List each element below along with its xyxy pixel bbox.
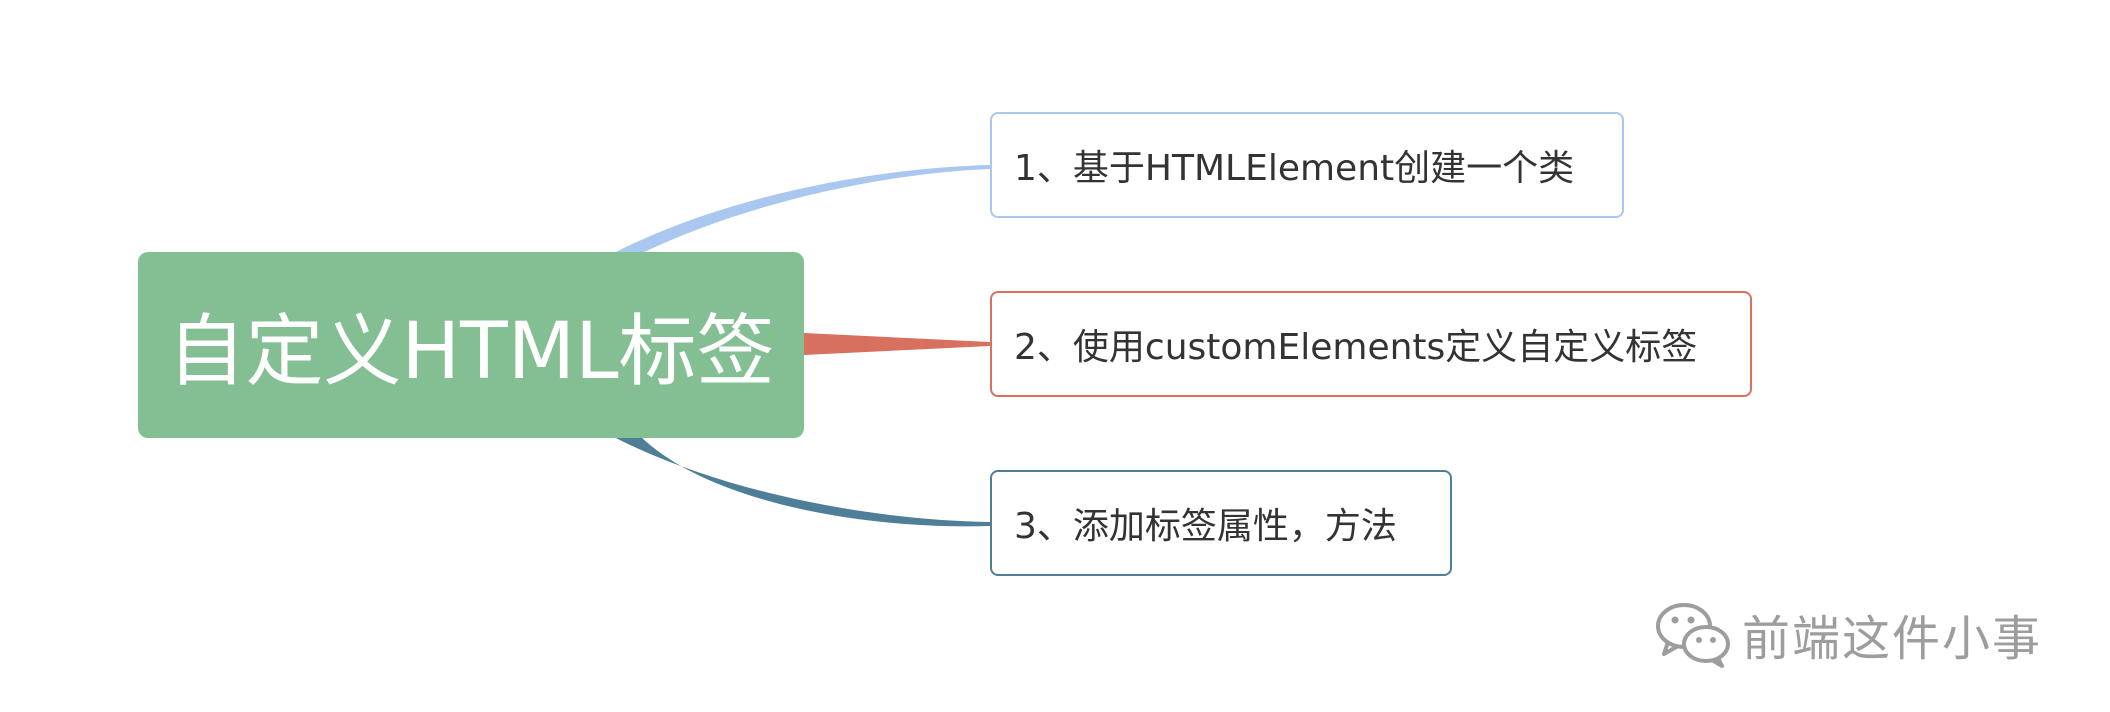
wechat-icon	[1656, 603, 1730, 668]
branch-topic-3-label: 3、添加标签属性，方法	[1014, 506, 1397, 547]
connector-branch-2	[804, 333, 990, 355]
branch-topic-2[interactable]: 2、使用customElements定义自定义标签	[990, 291, 1752, 397]
branch-topic-1-label: 1、基于HTMLElement创建一个类	[1014, 148, 1575, 189]
watermark: 前端这件小事	[1652, 596, 2042, 672]
central-topic-label: 自定义HTML标签	[167, 307, 775, 397]
connector-branch-1	[612, 165, 990, 254]
branch-topic-1[interactable]: 1、基于HTMLElement创建一个类	[990, 112, 1624, 218]
branch-topic-2-label: 2、使用customElements定义自定义标签	[1014, 327, 1698, 368]
branch-topic-3[interactable]: 3、添加标签属性，方法	[990, 470, 1452, 576]
connector-branch-3	[612, 436, 990, 527]
central-topic[interactable]: 自定义HTML标签	[138, 252, 804, 438]
watermark-text: 前端这件小事	[1742, 611, 2043, 667]
